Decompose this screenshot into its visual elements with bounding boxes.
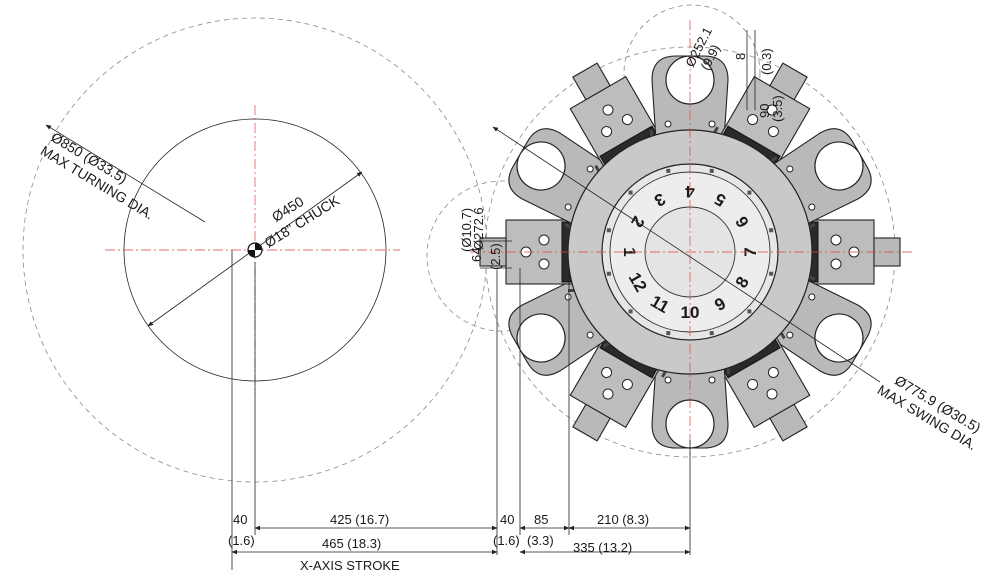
- top-90: 90: [757, 104, 772, 118]
- turret-swing-leader: [492, 126, 881, 383]
- dim-465: 465 (18.3): [322, 536, 381, 551]
- dim-425: 425 (16.7): [330, 512, 389, 527]
- dim-85-inch: (3.3): [527, 533, 554, 548]
- top-8: 8: [733, 53, 748, 60]
- dim-40b: 40: [500, 512, 514, 527]
- top-8-inch: (0.3): [759, 48, 774, 75]
- spindle-center-symbol: [247, 242, 263, 258]
- left-circle-inch: (Ø10.7): [459, 208, 474, 252]
- top-tool-circle: [623, 4, 761, 142]
- station-number: 7: [741, 247, 760, 256]
- disk-bolts: [606, 168, 774, 336]
- dim-335: 335 (13.2): [573, 540, 632, 555]
- left-64: 64: [469, 248, 484, 262]
- station-number: 1: [620, 247, 639, 256]
- dim-40b-inch: (1.6): [493, 533, 520, 548]
- left-circle-dia: Ø272.6: [471, 207, 486, 250]
- dim-40a: 40: [233, 512, 247, 527]
- top-90-inch: (3.5): [770, 95, 785, 122]
- dim-210: 210 (8.3): [597, 512, 649, 527]
- bottom-dimensions: 40 (1.6) 425 (16.7) 465 (18.3) 40 (1.6) …: [228, 250, 691, 573]
- left-64-inch: (2.5): [488, 243, 503, 270]
- dim-40a-inch: (1.6): [228, 533, 255, 548]
- x-axis-stroke-caption: X-AXIS STROKE: [300, 558, 400, 573]
- dim-85: 85: [534, 512, 548, 527]
